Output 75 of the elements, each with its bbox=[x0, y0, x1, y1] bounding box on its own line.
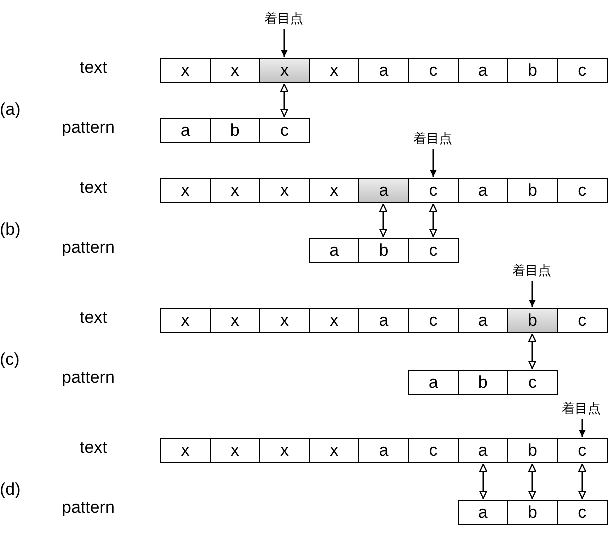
text-cell: a bbox=[458, 308, 509, 333]
pattern-cell: c bbox=[556, 500, 608, 525]
arrow bbox=[430, 149, 437, 177]
text-cell: x bbox=[210, 178, 261, 203]
text-cell: a bbox=[358, 178, 410, 203]
pattern-cell: b bbox=[458, 370, 509, 395]
pattern-cell: a bbox=[308, 238, 360, 263]
double-arrow bbox=[430, 204, 438, 238]
text-cell: c bbox=[556, 308, 608, 333]
focus-point-label: 着目点 bbox=[259, 10, 309, 28]
double-arrow bbox=[578, 464, 586, 500]
focus-point-label: 着目点 bbox=[556, 400, 607, 418]
row-label: text bbox=[80, 178, 108, 198]
pattern-cell: a bbox=[458, 500, 509, 525]
text-cell: c bbox=[556, 438, 608, 463]
pattern-cell: a bbox=[160, 118, 212, 143]
text-cell: x bbox=[160, 438, 212, 463]
panel-label: (a) bbox=[0, 100, 21, 120]
arrow bbox=[281, 29, 288, 57]
text-cell: a bbox=[358, 308, 410, 333]
double-arrow bbox=[528, 334, 536, 370]
text-cell: c bbox=[408, 178, 460, 203]
text-cell: c bbox=[556, 58, 608, 83]
row-label: text bbox=[80, 58, 108, 78]
text-cell: b bbox=[507, 438, 558, 463]
double-arrow bbox=[480, 464, 488, 500]
double-arrow bbox=[528, 464, 536, 500]
pattern-cell: b bbox=[210, 118, 261, 143]
pattern-cell: a bbox=[408, 370, 460, 395]
panel-label: (c) bbox=[0, 350, 20, 370]
pattern-cell: c bbox=[259, 118, 310, 143]
text-cell: x bbox=[308, 308, 360, 333]
text-cell: x bbox=[308, 178, 360, 203]
text-cell: x bbox=[308, 438, 360, 463]
focus-point-label: 着目点 bbox=[507, 262, 557, 280]
text-cell: c bbox=[408, 308, 460, 333]
row-label: pattern bbox=[62, 498, 115, 518]
text-cell: x bbox=[210, 438, 261, 463]
text-cell: x bbox=[210, 58, 261, 83]
text-cell: x bbox=[160, 178, 212, 203]
row-label: pattern bbox=[62, 118, 115, 138]
text-cell: b bbox=[507, 58, 558, 83]
text-cell: a bbox=[458, 58, 509, 83]
arrow bbox=[529, 281, 536, 307]
text-cell: b bbox=[507, 178, 558, 203]
text-cell: x bbox=[259, 58, 310, 83]
text-cell: x bbox=[210, 308, 261, 333]
text-cell: x bbox=[259, 178, 310, 203]
text-cell: a bbox=[358, 438, 410, 463]
text-cell: a bbox=[358, 58, 410, 83]
focus-point-label: 着目点 bbox=[408, 130, 458, 148]
text-cell: c bbox=[408, 58, 460, 83]
text-cell: x bbox=[259, 308, 310, 333]
text-cell: c bbox=[556, 178, 608, 203]
row-label: text bbox=[80, 308, 108, 328]
pattern-cell: b bbox=[507, 500, 558, 525]
arrow bbox=[579, 419, 586, 437]
panel-label: (d) bbox=[0, 480, 21, 500]
double-arrow bbox=[380, 204, 388, 238]
panel-label: (b) bbox=[0, 220, 21, 240]
text-cell: x bbox=[259, 438, 310, 463]
text-cell: a bbox=[458, 178, 509, 203]
text-cell: a bbox=[458, 438, 509, 463]
pattern-cell: c bbox=[408, 238, 460, 263]
row-label: text bbox=[80, 438, 108, 458]
text-cell: x bbox=[160, 308, 212, 333]
pattern-cell: b bbox=[358, 238, 410, 263]
text-cell: b bbox=[507, 308, 558, 333]
double-arrow bbox=[280, 84, 288, 118]
row-label: pattern bbox=[62, 238, 115, 258]
text-cell: x bbox=[160, 58, 212, 83]
text-cell: x bbox=[308, 58, 360, 83]
pattern-cell: c bbox=[507, 370, 558, 395]
row-label: pattern bbox=[62, 368, 115, 388]
text-cell: c bbox=[408, 438, 460, 463]
